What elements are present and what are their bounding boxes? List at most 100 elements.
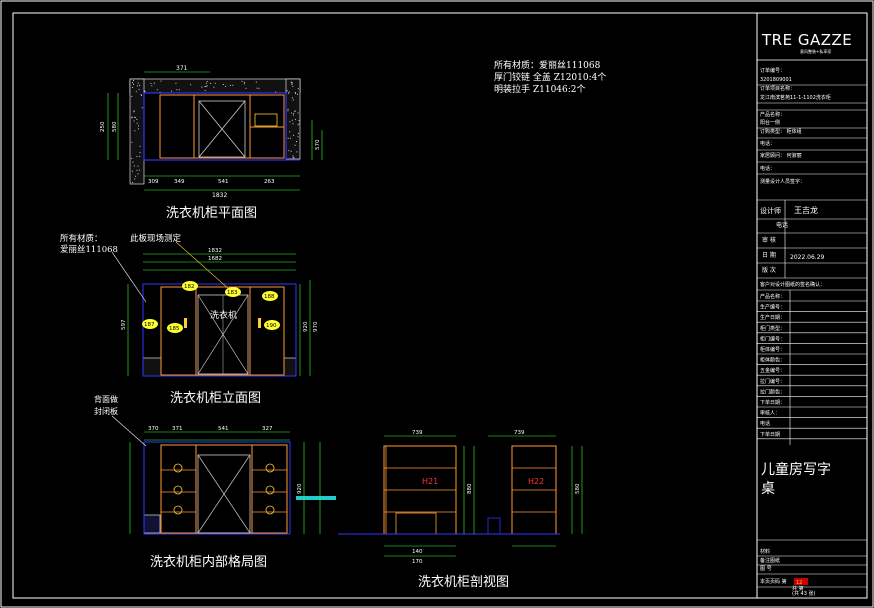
tag-bubble [167,323,183,333]
hatch-dot [297,93,298,95]
tag-label: 188 [264,294,275,300]
plan-dim-371: 371 [176,65,188,72]
hatch-dot [151,85,153,87]
hatch-dot [232,84,234,86]
hatch-dot [137,165,139,167]
hatch-dot [160,80,162,82]
tag-bubble [262,291,278,301]
hatch-dot [258,87,260,89]
sec-b-dim-739: 739 [514,430,525,436]
hatch-dot [201,86,203,88]
hatch-dot [190,84,192,86]
elev-dim-1682: 1682 [208,256,222,262]
hatch-dot [291,97,293,99]
section-view: H21 H22 739 739 140 170 880 580 洗衣机柜剖视图 [338,430,583,590]
hatch-dot [131,95,133,97]
title-block-row: 拉门编号： [760,378,785,385]
plan-dim-309: 309 [148,179,159,185]
hatch-dot [293,114,294,116]
title-block-row: 电话： [760,140,775,147]
tag-label: 185 [169,326,180,332]
title-block-row: 审核人： [760,410,780,417]
plan-view: 371 309 349 541 263 1832 250 580 570 洗衣机… [100,65,323,221]
tag-label: 190 [266,323,277,329]
hatch-dot [132,87,133,88]
elev-dim-920: 920 [303,321,309,332]
hatch-dot [275,91,277,93]
hatch-dot [289,131,291,133]
hatch-dot [286,90,288,92]
brand-sub: 意风整装+私享家 [800,48,831,54]
plan-title: 洗衣机柜平面图 [166,205,257,221]
elev-dim-597: 597 [121,319,127,330]
sec-a-dim-739: 739 [412,430,423,436]
hatch-dot [293,112,295,114]
hatch-dot [135,91,137,93]
hatch-dot [291,82,293,84]
hatch-dot [210,82,212,84]
hatch-dot [241,80,243,82]
hatch-dot [205,82,207,84]
hatch-dot [288,150,290,152]
hatch-dot [294,144,296,146]
hatch-dot [296,141,297,142]
hatch-dot [131,170,133,172]
elev-wall-right [283,357,297,377]
hatch-dot [297,88,299,90]
title-block-lower-rows: 产品名称：生产编号：生产日期：柜门类型：柜门编号：柜体编号：柜体颜色：五金编号：… [760,293,785,438]
int-outline [143,441,291,535]
hatch-dot [131,116,133,118]
hatch-dot [296,151,298,153]
title-block-row: 备注图纸 [760,557,780,564]
title-block-row: (共 43 张) [792,590,815,597]
hatch-dot [294,118,296,120]
title-block-row: 电话 [760,420,770,427]
hatch-dot [138,88,140,90]
title-block-row: 测量设计人员签字： [760,178,805,185]
project-name-1: 儿童房写字 [761,461,831,478]
int-label-back2: 封闭板 [94,406,118,416]
hatch-dot [297,124,299,126]
hatch-dot [294,110,296,112]
hatch-dot [298,123,300,125]
title-block-row: 订单编号： [760,67,785,74]
hatch-dot [150,82,152,84]
hatch-dot [178,89,180,91]
sec-a-dim-170: 170 [412,559,423,565]
hatch-dot [133,110,135,112]
tag-label: 182 [184,284,195,290]
int-dim-920: 920 [297,483,303,494]
hatch-dot [133,165,135,167]
tag-bubble [182,281,198,291]
plan-wall-top [129,78,301,94]
hatch-dot [133,83,134,85]
hatch-dot [138,125,139,127]
title-block-row: 下单日期 [760,431,780,438]
hatch-dot [288,91,290,93]
title-block-row: 下单日期： [760,399,785,406]
hatch-dot [294,110,296,112]
elev-dim-970: 970 [313,321,319,332]
title-block-row: 柜体颜色： [760,357,785,364]
hatch-dot [291,119,293,121]
hatch-dot [298,120,300,122]
plan-dim-250: 250 [100,121,106,132]
title-block-row: 共 第 [792,585,804,592]
title-block-row: 产品名称： [760,293,785,300]
hatch-dot [140,94,142,96]
sec-h22: H22 [528,477,544,486]
hatch-dot [134,178,136,180]
title-block-row: 五金编号： [760,367,785,374]
hatch-dot [153,82,155,84]
elev-label-material-code: 爱丽丝111068 [60,244,118,255]
hatch-dot [139,84,140,86]
title-block: TRE GAZZE 意风整装+私享家 订单编号：3201809001订单项目名称… [756,12,868,599]
hatch-dot [131,117,133,119]
hatch-dot [294,92,296,93]
title-block-row: 生产编号： [760,304,785,311]
